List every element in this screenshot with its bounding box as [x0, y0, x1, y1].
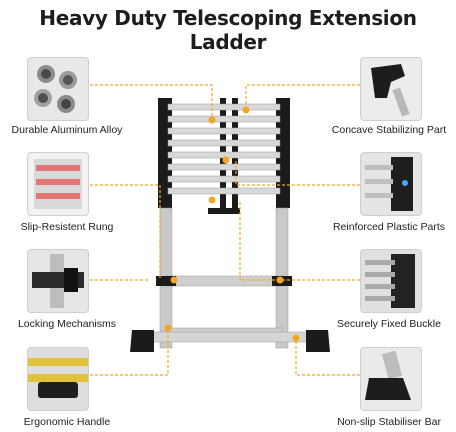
- feature-label-handle: Ergonomic Handle: [23, 416, 111, 428]
- plastic-parts-icon: [360, 152, 422, 216]
- feature-label-locking: Locking Mechanisms: [17, 318, 117, 330]
- feature-label-rung: Slip-Resistent Rung: [20, 221, 114, 233]
- feature-label-buckle: Securely Fixed Buckle: [337, 318, 441, 330]
- feature-label-stabilizing: Concave Stabilizing Part: [331, 124, 447, 136]
- foot-icon: [360, 347, 422, 411]
- page-title: Heavy Duty Telescoping Extension Ladder: [39, 6, 417, 54]
- feature-label-plastic: Reinforced Plastic Parts: [332, 221, 446, 233]
- feature-label-stabiliser-bar: Non-slip Stabiliser Bar: [337, 416, 441, 428]
- handle-icon: [27, 347, 89, 411]
- buckle-icon: [360, 249, 422, 313]
- rung-icon: [27, 152, 89, 216]
- stabilizer-icon: [360, 57, 422, 121]
- feature-label-aluminum: Durable Aluminum Alloy: [11, 124, 123, 136]
- aluminum-tubes-icon: [27, 57, 89, 121]
- lock-icon: [27, 249, 89, 313]
- ladder-illustration: [130, 98, 330, 352]
